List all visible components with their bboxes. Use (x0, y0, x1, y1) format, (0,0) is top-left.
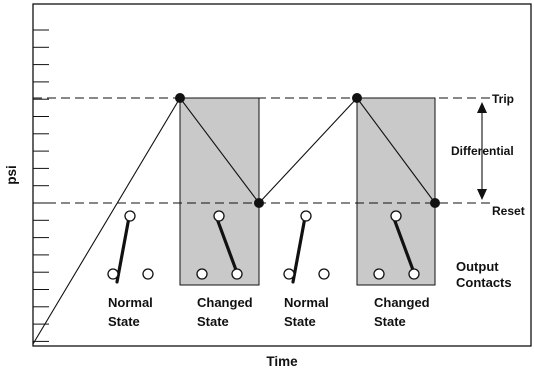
switch-pivot-contact (213, 210, 225, 222)
output-contact-switch (283, 210, 330, 284)
switch-pivot-contact (390, 210, 402, 222)
switch-arm (291, 218, 307, 284)
differential-arrow-down-head (477, 189, 487, 200)
differential-arrow-up-head (477, 102, 487, 113)
switch-left-contact (196, 268, 208, 280)
state-label: State (284, 314, 316, 329)
switch-pivot-contact (300, 210, 312, 222)
switch-right-contact (318, 268, 330, 280)
output-contacts-label-line1: Output (456, 259, 499, 274)
x-axis-label: Time (266, 354, 298, 369)
switch-arm (392, 218, 415, 272)
output-contact-switch (107, 210, 154, 284)
switch-right-contact (231, 268, 243, 280)
switch-left-contact (283, 268, 295, 280)
trip-point-1 (175, 93, 185, 103)
reset-point-2 (430, 198, 440, 208)
output-contacts-label-line2: Contacts (456, 275, 512, 290)
y-axis-ticks (33, 29, 49, 342)
state-label: Changed (197, 295, 253, 310)
output-contact-switches (107, 210, 420, 284)
switch-pivot-contact (124, 210, 136, 222)
switch-arm (115, 218, 131, 284)
state-label: Normal (108, 295, 153, 310)
switch-left-contact (107, 268, 119, 280)
state-label: State (108, 314, 140, 329)
output-contact-switch (196, 210, 243, 280)
differential-label: Differential (451, 144, 514, 158)
switch-right-contact (142, 268, 154, 280)
state-label: State (197, 314, 229, 329)
y-axis-label: psi (4, 165, 19, 185)
switch-arm (215, 218, 238, 272)
output-contact-switch (373, 210, 420, 280)
changed-state-region-2 (356, 97, 436, 286)
state-label: Normal (284, 295, 329, 310)
trip-point-2 (352, 93, 362, 103)
switch-left-contact (373, 268, 385, 280)
plot-frame (32, 3, 532, 347)
trip-label: Trip (492, 92, 514, 106)
reset-point-1 (254, 198, 264, 208)
switch-right-contact (408, 268, 420, 280)
state-label: Changed (374, 295, 430, 310)
changed-state-region-1 (179, 97, 260, 286)
reset-label: Reset (492, 204, 525, 218)
state-label: State (374, 314, 406, 329)
